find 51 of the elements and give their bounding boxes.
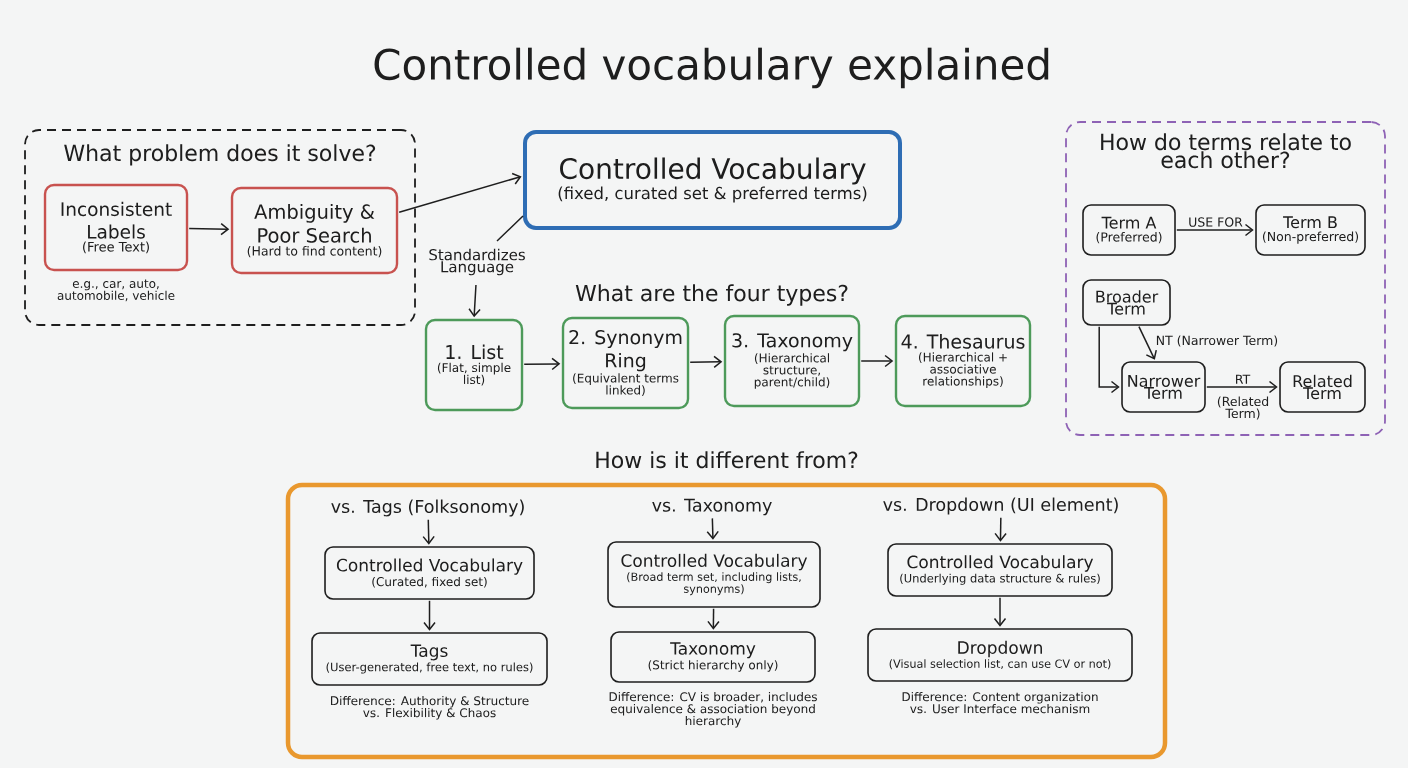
edge-label: USE FOR <box>1189 217 1243 227</box>
panel-heading: What problem does it solve? <box>64 144 376 166</box>
type-box: 3. Taxonomy (Hierarchical structure, parent/child) <box>723 314 861 408</box>
problem-box: Ambiguity & Poor Search (Hard to find content) <box>230 186 399 275</box>
term-box: Term A (Preferred) <box>1082 204 1176 256</box>
panel-heading: How is it different from? <box>596 451 858 469</box>
type-box: 2. Synonym Ring (Equivalent terms linked) <box>561 316 690 410</box>
comparison-box: Controlled Vocabulary (Curated, fixed set) <box>324 546 535 600</box>
caption-text: Difference: Authority & Structure vs. Flexibility & Chaos <box>331 696 529 720</box>
edge-label: Standardizes Language <box>429 248 525 276</box>
arrow <box>993 597 1007 627</box>
arrow <box>188 222 230 236</box>
caption-text: Difference: CV is broader, includes equivalence & association beyond hierarchy <box>609 692 817 728</box>
arrow <box>1176 223 1254 237</box>
note-text: (Related Term) <box>1217 396 1269 420</box>
title: Controlled vocabulary explained <box>374 47 1049 89</box>
term-box: Broader Term <box>1082 279 1171 326</box>
caption-text: Difference: Content organization vs. User Interface mechanism <box>902 692 1098 714</box>
arrow <box>423 600 436 631</box>
term-box: Term B (Non-preferred) <box>1255 204 1366 256</box>
edge-label: NT (Narrower Term) <box>1156 335 1278 347</box>
panel-heading: How do terms relate to each other? <box>1101 133 1351 169</box>
comparison-box: Dropdown (Visual selection list, can use CV or not) <box>867 628 1133 682</box>
term-box: Related Term <box>1279 361 1366 413</box>
comparison-box: Controlled Vocabulary (Underlying data structure & rules) <box>887 543 1113 597</box>
arrow <box>468 215 524 318</box>
arrow <box>422 518 435 545</box>
type-box: 1. List (Flat, simple list) <box>424 318 524 412</box>
type-box: 4. Thesaurus (Hierarchical + associative relationships) <box>894 314 1032 408</box>
comparison-box: Tags (User-generated, free text, no rules) <box>311 632 548 686</box>
edge-label: RT <box>1236 374 1251 384</box>
arrow <box>1206 380 1278 394</box>
column-heading: vs. Tags (Folksonomy) <box>331 499 524 517</box>
arrow <box>706 517 719 540</box>
problem-box: Inconsistent Labels (Free Text) <box>43 183 189 272</box>
arrow <box>398 172 522 213</box>
comparison-box: Controlled Vocabulary (Broad term set, including lists, synonyms) <box>607 541 821 608</box>
section-heading: What are the four types? <box>575 284 848 306</box>
arrow <box>707 608 720 630</box>
arrow <box>994 516 1007 542</box>
arrow <box>689 355 723 369</box>
concept-box: Controlled Vocabulary (fixed, curated set & preferred terms) <box>523 130 902 230</box>
caption-text: e.g., car, auto, automobile, vehicle <box>57 279 175 302</box>
column-heading: vs. Dropdown (UI element) <box>883 497 1118 515</box>
comparison-box: Taxonomy (Strict hierarchy only) <box>610 631 816 683</box>
column-heading: vs. Taxonomy <box>652 498 772 516</box>
term-box: Narrower Term <box>1121 361 1206 413</box>
arrow <box>1098 326 1120 394</box>
arrow <box>523 357 561 371</box>
arrow <box>1138 325 1157 360</box>
arrow <box>860 354 894 368</box>
